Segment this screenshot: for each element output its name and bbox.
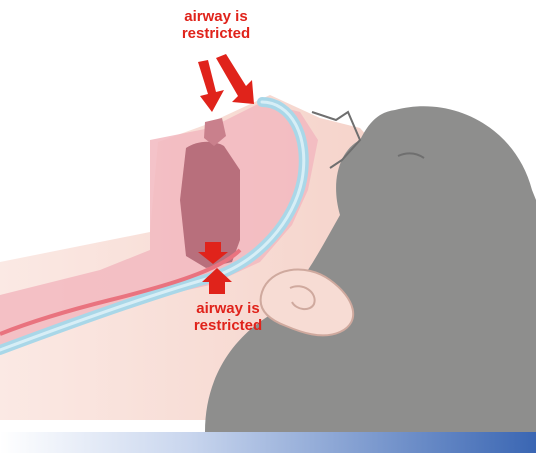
callout-airway-restricted-bottom: airway is restricted [178, 300, 278, 334]
red-arrow-pair-icon [198, 54, 254, 112]
bottom-gradient-bar [0, 432, 536, 453]
callout-airway-restricted-top: airway is restricted [166, 8, 266, 42]
